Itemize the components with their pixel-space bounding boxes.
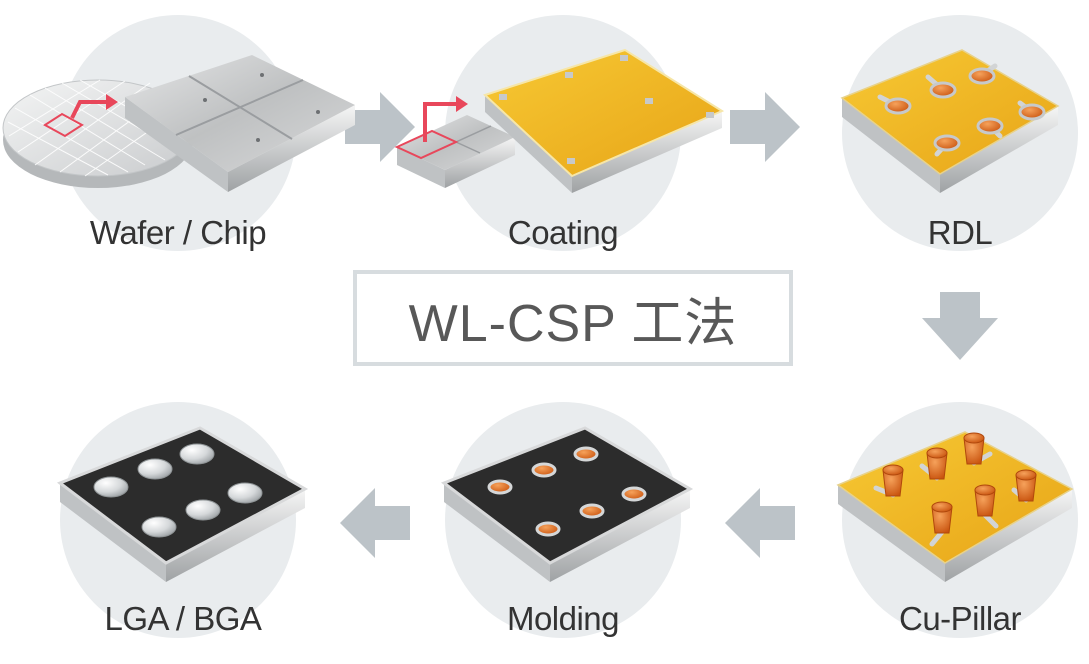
chip-block-side-right bbox=[228, 105, 355, 192]
wafer-chip-illustration bbox=[2, 55, 355, 192]
cupillar-illustration bbox=[836, 431, 1074, 582]
label-molding: Molding bbox=[506, 600, 620, 637]
label-cu-pillar: Cu-Pillar bbox=[898, 600, 1022, 637]
lgabga-top bbox=[56, 426, 309, 565]
rdl-top bbox=[840, 49, 1060, 175]
arrow-right-2-icon bbox=[730, 92, 800, 162]
label-wafer-chip: Wafer / Chip bbox=[89, 214, 267, 251]
coating-illustration bbox=[394, 48, 725, 193]
molding-top bbox=[440, 426, 694, 565]
arrow-left-2-icon bbox=[340, 488, 410, 558]
chip-block-top bbox=[125, 55, 355, 172]
arrow-right-1-icon bbox=[345, 92, 415, 162]
coating-pick-arrow-icon bbox=[423, 102, 458, 142]
arrow-left-1-icon bbox=[725, 488, 795, 558]
flow-arrows bbox=[340, 92, 998, 558]
rdl-illustration bbox=[840, 49, 1060, 193]
chip-block-side-left bbox=[125, 97, 228, 192]
lgabga-illustration bbox=[56, 426, 309, 582]
coated-chip-top bbox=[483, 48, 725, 178]
arrow-down-icon bbox=[922, 292, 998, 360]
label-rdl: RDL bbox=[927, 214, 993, 251]
pick-arrow-icon bbox=[70, 100, 108, 119]
title-box: WL-CSP 工法 bbox=[353, 270, 793, 366]
cupillar-top bbox=[836, 431, 1074, 564]
wafer-chip-outline bbox=[43, 112, 84, 138]
page-title: WL-CSP 工法 bbox=[408, 294, 738, 353]
molding-illustration bbox=[440, 426, 694, 582]
label-coating: Coating bbox=[507, 214, 619, 251]
label-lga-bga: LGA / BGA bbox=[104, 600, 262, 637]
